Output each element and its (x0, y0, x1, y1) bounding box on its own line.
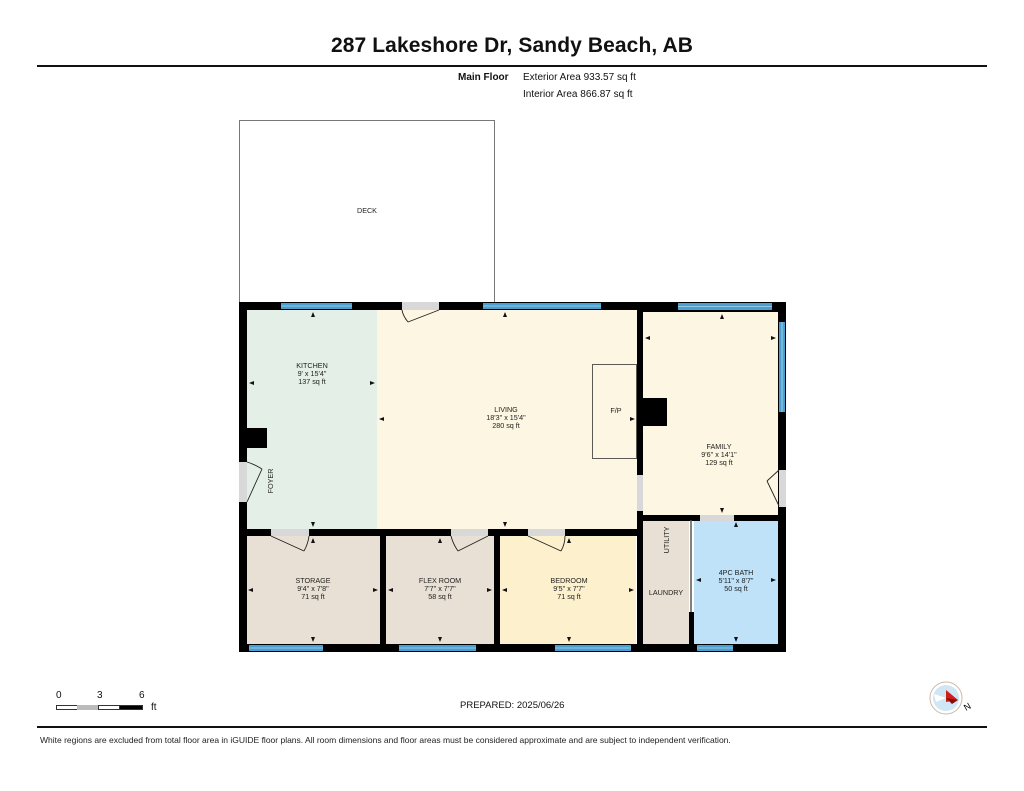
foyer-label: FOYER (266, 469, 275, 494)
bedroom-room (500, 535, 636, 645)
room-area-living: 280 sq ft (492, 421, 520, 430)
room-name-kitchen: KITCHEN (296, 361, 328, 370)
room-area-storage: 71 sq ft (301, 592, 325, 601)
compass-north-label: N (962, 701, 973, 713)
scale-tick-3: 3 (97, 690, 103, 701)
flex-room (386, 535, 494, 645)
scale-segment (56, 705, 78, 710)
room-name-flex: FLEX ROOM (419, 576, 461, 585)
room-dims-living: 18'3" x 15'4" (486, 413, 526, 422)
laundry-label: LAUNDRY (649, 588, 683, 597)
room-area-family: 129 sq ft (705, 458, 733, 467)
exterior-area: Exterior Area 933.57 sq ft (523, 72, 636, 83)
door-swings (246, 309, 780, 552)
doors (239, 302, 786, 536)
deck-area (239, 120, 495, 307)
prepared-date: PREPARED: 2025/06/26 (460, 700, 565, 711)
fireplace-label: F/P (610, 406, 621, 415)
room-name-deck: DECK (357, 206, 377, 215)
dimension-arrows (248, 312, 776, 642)
room-name-storage: STORAGE (295, 576, 330, 585)
room-dims-storage: 9'4" x 7'8" (297, 584, 329, 593)
compass-icon: N (929, 681, 973, 715)
floor-label: Main Floor (458, 72, 509, 83)
storage-room (246, 535, 380, 645)
room-name-bedroom: BEDROOM (550, 576, 587, 585)
disclaimer-text: White regions are excluded from total fl… (40, 735, 731, 745)
room-dims-flex: 7'7" x 7'7" (424, 584, 456, 593)
scale-segment (98, 705, 120, 710)
room-area-flex: 58 sq ft (428, 592, 452, 601)
scale-bar: 0 3 6 ft (50, 690, 170, 720)
room-name-bath: 4PC BATH (719, 568, 754, 577)
room-area-bedroom: 71 sq ft (557, 592, 581, 601)
footer-divider (37, 726, 987, 728)
interior-area: Interior Area 866.87 sq ft (523, 89, 633, 100)
header-divider (37, 65, 987, 67)
scale-unit: ft (151, 702, 157, 713)
scale-segment (77, 705, 99, 710)
window-glazing (249, 305, 783, 649)
room-dims-bedroom: 9'5" x 7'7" (553, 584, 585, 593)
utility-room (643, 520, 689, 644)
scale-tick-6: 6 (139, 690, 145, 701)
room-name-living: LIVING (494, 405, 518, 414)
room-dims-kitchen: 9' x 15'4" (298, 369, 327, 378)
room-area-kitchen: 137 sq ft (298, 377, 326, 386)
page-title: 287 Lakeshore Dr, Sandy Beach, AB (330, 34, 693, 57)
room-name-family: FAMILY (706, 442, 731, 451)
utility-label: UTILITY (662, 526, 671, 553)
room-dims-family: 9'6" x 14'1" (701, 450, 737, 459)
kitchen-room (246, 310, 377, 531)
living-room (377, 310, 637, 531)
scale-segment (119, 705, 143, 710)
bath-room (694, 520, 778, 644)
fireplace-hearth (592, 364, 637, 459)
room-area-bath: 50 sq ft (724, 584, 748, 593)
room-dims-bath: 5'11" x 8'7" (719, 576, 754, 585)
scale-tick-0: 0 (56, 690, 62, 701)
